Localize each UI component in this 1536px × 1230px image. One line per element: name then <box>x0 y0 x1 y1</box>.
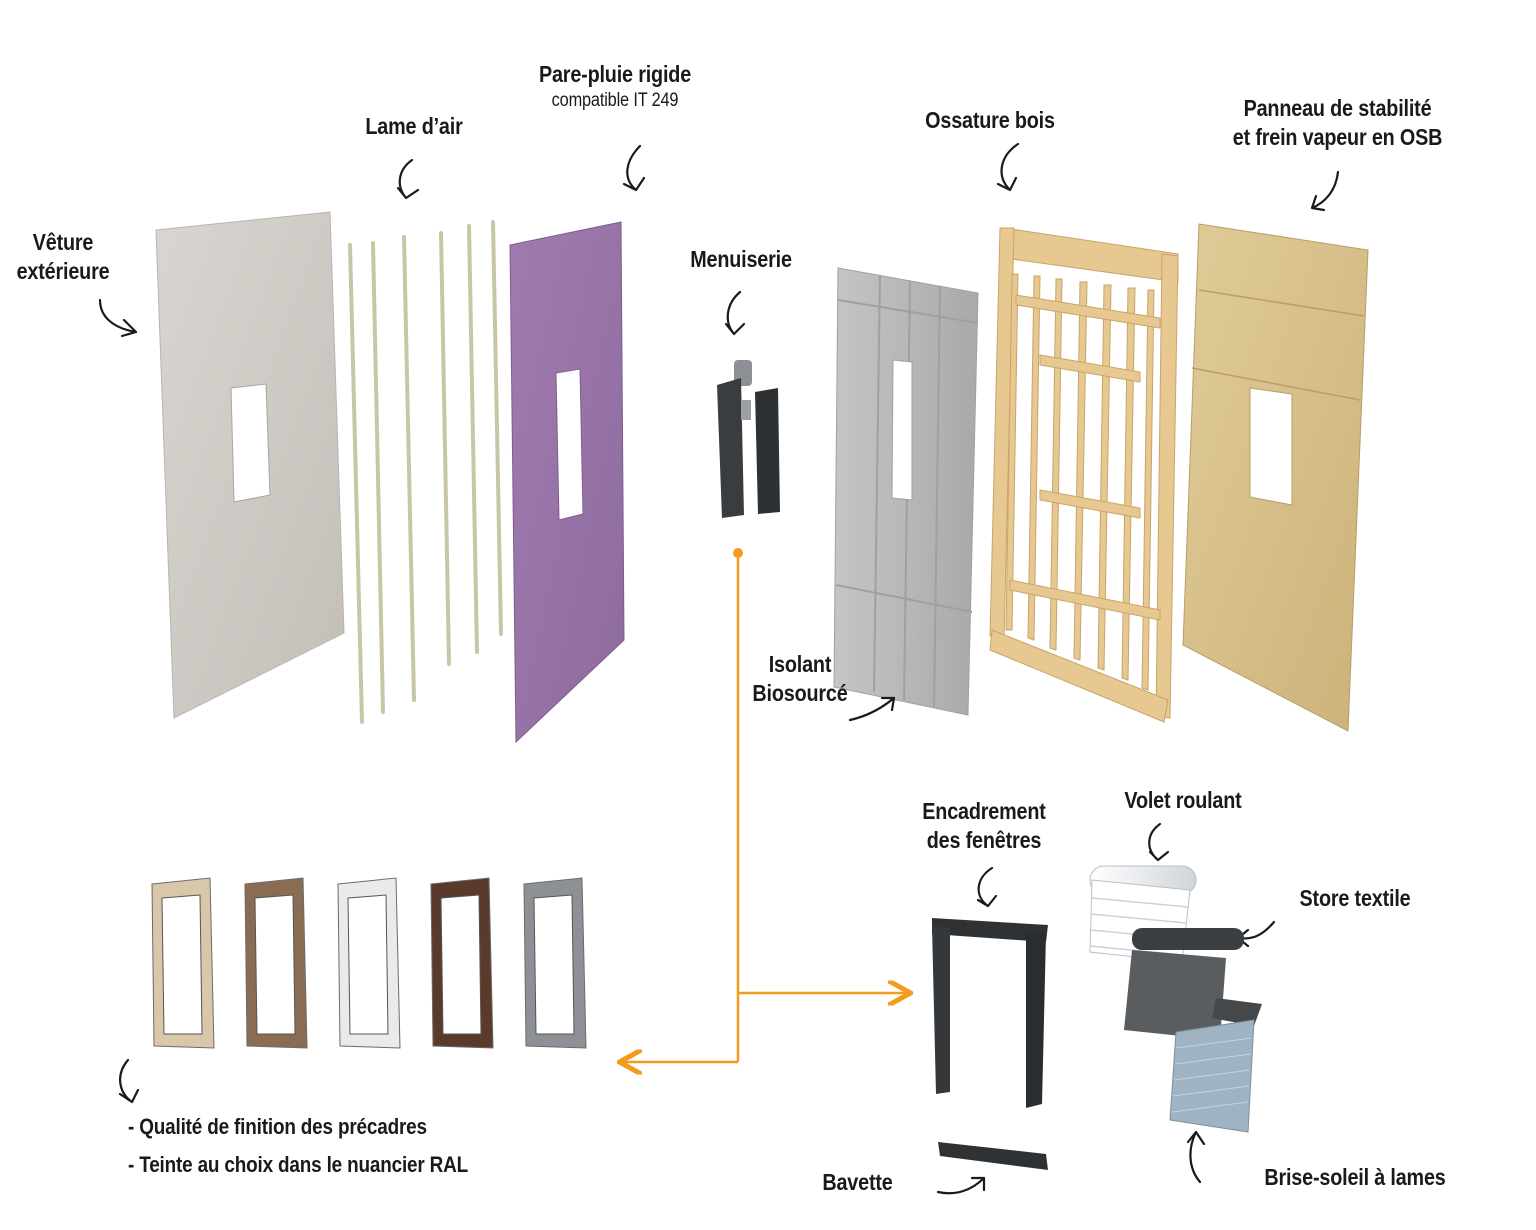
label-encadrement-line2: des fenêtres <box>926 827 1042 853</box>
label-brise: Brise-soleil à lames <box>1264 1164 1446 1190</box>
label-veture: Vêture extérieure <box>16 228 111 286</box>
bullet-ral-color: - Teinte au choix dans le nuancier RAL <box>128 1152 469 1177</box>
insulation-panel <box>833 267 979 716</box>
bullet-finish-quality: - Qualité de finition des précadres <box>128 1114 427 1139</box>
textile-blind <box>1124 928 1244 1040</box>
frame-color-samples <box>151 877 587 1049</box>
label-isolant-line2: Biosourcé <box>752 680 848 706</box>
frame-sample-1 <box>151 877 215 1049</box>
label-veture-line2: extérieure <box>16 258 110 284</box>
air-gap-battens <box>348 220 503 724</box>
label-store: Store textile <box>1299 885 1411 911</box>
orange-connector <box>622 548 908 1062</box>
timber-frame <box>989 227 1179 723</box>
window-profile-part <box>717 360 780 518</box>
label-panneau: Panneau de stabilité et frein vapeur en … <box>1219 94 1456 152</box>
frame-features-list: - Qualité de finition des précadres - Te… <box>128 1108 468 1184</box>
label-veture-line1: Vêture <box>32 229 94 255</box>
frame-sample-5 <box>523 877 587 1049</box>
label-lame-air: Lame d’air <box>365 113 463 139</box>
label-volet: Volet roulant <box>1124 787 1242 813</box>
frame-sample-2 <box>244 877 308 1049</box>
louvred-sun-shade <box>1169 998 1262 1133</box>
label-menuiserie: Menuiserie <box>690 246 792 272</box>
rain-screen-panel <box>509 221 625 744</box>
label-pare-pluie-sub: compatible IT 249 <box>551 90 679 111</box>
label-bavette: Bavette <box>822 1169 893 1195</box>
frame-sample-4 <box>430 877 494 1049</box>
window-surround <box>932 918 1048 1108</box>
label-panneau-line1: Panneau de stabilité <box>1243 95 1432 121</box>
label-encadrement: Encadrement des fenêtres <box>915 797 1053 855</box>
label-encadrement-line1: Encadrement <box>922 798 1046 824</box>
label-isolant: Isolant Biosourcé <box>748 650 851 708</box>
osb-panel <box>1182 223 1369 732</box>
label-ossature: Ossature bois <box>925 107 1055 133</box>
frame-sample-3 <box>337 877 401 1049</box>
sill-bavette <box>938 1142 1048 1170</box>
label-pare-pluie-title: Pare-pluie rigide <box>538 61 692 87</box>
label-isolant-line1: Isolant <box>768 651 832 677</box>
label-pare-pluie: Pare-pluie rigide compatible IT 249 <box>525 60 706 113</box>
veture-panel <box>155 211 345 719</box>
label-panneau-line2: et frein vapeur en OSB <box>1232 124 1443 150</box>
